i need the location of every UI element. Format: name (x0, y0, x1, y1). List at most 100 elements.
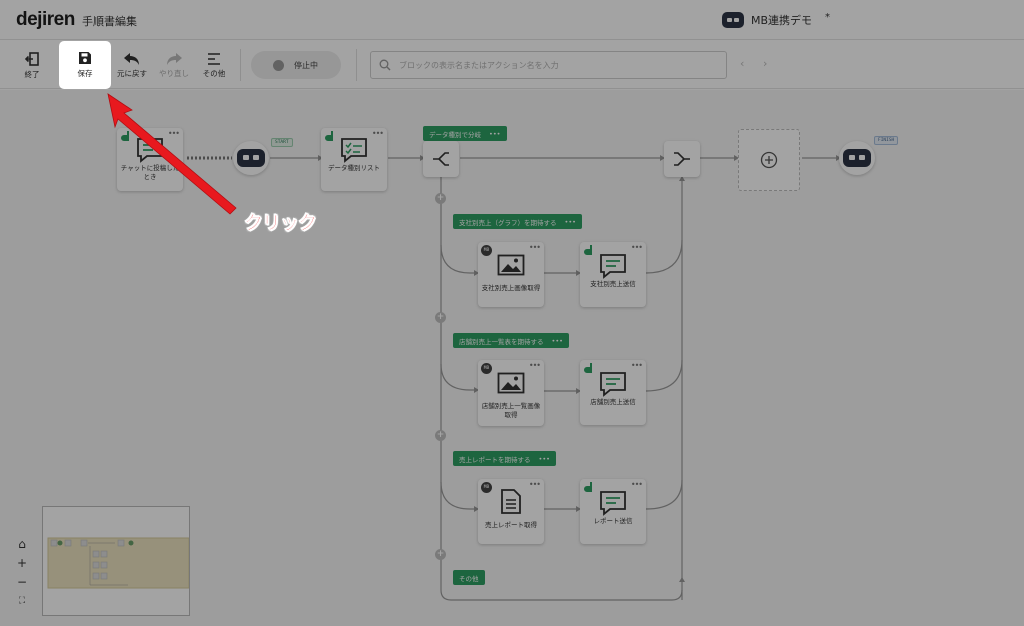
block-search-box[interactable] (370, 51, 727, 79)
dejiren-icon (584, 363, 592, 373)
branch-group-label[interactable]: データ種別で分岐 ••• (423, 126, 507, 141)
start-tag: START (271, 138, 293, 147)
node-label: 店舗別売上送信 (590, 398, 636, 406)
save-icon (79, 52, 91, 64)
add-branch-button[interactable]: + (435, 193, 446, 204)
add-branch-button[interactable]: + (435, 312, 446, 323)
prev-result-button[interactable]: ‹ (740, 57, 745, 70)
bot-icon (237, 149, 265, 167)
search-icon (379, 59, 391, 71)
send-node[interactable]: ••• 店舗別売上送信 (580, 360, 646, 425)
mb-badge: MB (481, 482, 492, 493)
more-label: その他 (202, 68, 226, 78)
start-bot-node[interactable] (233, 141, 269, 175)
unsaved-marker: * (825, 11, 831, 23)
flow-canvas[interactable]: ••• チャットに投稿したとき START ••• データ種別リスト データ種別… (0, 90, 1024, 626)
app-logo[interactable]: dejiren (16, 9, 75, 30)
save-button[interactable]: 保存 (60, 42, 110, 88)
node-menu-button[interactable]: ••• (371, 129, 384, 138)
node-menu-button[interactable]: ••• (528, 361, 541, 370)
page-title: 手順書編集 (82, 15, 137, 28)
toolbar-divider (240, 49, 241, 81)
undo-icon (124, 52, 139, 65)
chat-message-icon (600, 491, 626, 516)
checklist-icon (341, 138, 367, 163)
node-menu-button[interactable]: ••• (167, 129, 180, 138)
exit-icon (24, 51, 39, 66)
status-indicator (273, 59, 284, 71)
merge-icon (674, 152, 690, 166)
split-icon (433, 152, 449, 166)
branch-label[interactable]: 店舗別売上一覧表を期待する ••• (453, 333, 570, 348)
node-menu-button[interactable]: ••• (528, 480, 541, 489)
save-label: 保存 (77, 69, 93, 78)
branch-label[interactable]: 売上レポートを期待する ••• (453, 451, 557, 466)
image-get-node[interactable]: MB ••• 支社別売上画像取得 (478, 242, 544, 307)
node-label: 店舗別売上一覧画像取得 (481, 402, 541, 419)
node-menu-button[interactable]: ••• (630, 243, 643, 252)
trigger-node-label: チャットに投稿したとき (120, 164, 180, 181)
toolbar-divider (356, 49, 357, 81)
finish-bot-node[interactable] (839, 141, 875, 175)
node-menu-button[interactable]: ••• (630, 361, 643, 370)
chat-message-icon (600, 372, 626, 397)
menu-icon (208, 52, 220, 65)
minimap[interactable] (42, 506, 190, 616)
redo-button[interactable]: やり直し (152, 45, 196, 85)
branch-split-node[interactable] (423, 141, 459, 177)
branch-group-title: データ種別で分岐 (429, 130, 481, 139)
node-menu-button[interactable]: ••• (528, 243, 541, 252)
report-get-node[interactable]: MB ••• 売上レポート取得 (478, 479, 544, 544)
branch-title: 売上レポートを期待する (459, 455, 531, 464)
run-status-toggle[interactable]: 停止中 (251, 51, 341, 79)
image-get-node[interactable]: MB ••• 店舗別売上一覧画像取得 (478, 360, 544, 426)
branch-menu-button[interactable]: ••• (564, 217, 577, 226)
exit-label: 終了 (24, 69, 40, 79)
bot-name: MB連携デモ (751, 14, 813, 27)
zoom-out-button[interactable]: − (16, 575, 28, 589)
minimap-preview (47, 537, 190, 589)
send-node[interactable]: ••• 支社別売上送信 (580, 242, 646, 307)
redo-label: やり直し (159, 68, 189, 78)
status-text: 停止中 (294, 60, 318, 70)
branch-merge-node[interactable] (664, 141, 700, 177)
node-label: 売上レポート取得 (485, 521, 537, 529)
bot-selector[interactable]: MB連携デモ * (722, 10, 830, 30)
home-icon[interactable]: ⌂ (18, 537, 26, 551)
search-input[interactable] (399, 60, 719, 70)
fit-view-icon[interactable]: ⛶ (18, 596, 26, 606)
chat-message-icon (600, 254, 626, 279)
bot-icon (843, 149, 871, 167)
redo-icon (167, 52, 182, 65)
node-label: レポート送信 (593, 517, 633, 525)
add-block-slot[interactable] (738, 129, 800, 191)
branch-title: 支社別売上（グラフ）を期待する (459, 218, 557, 227)
node-label: 支社別売上送信 (590, 280, 636, 288)
dejiren-icon (584, 482, 592, 492)
branch-menu-button[interactable]: ••• (489, 129, 501, 138)
send-node[interactable]: ••• レポート送信 (580, 479, 646, 544)
undo-button[interactable]: 元に戻す (110, 45, 154, 85)
dejiren-icon (121, 131, 129, 141)
dejiren-icon (584, 245, 592, 255)
branch-menu-button[interactable]: ••• (538, 454, 551, 463)
bot-icon (722, 12, 744, 28)
else-branch-label[interactable]: その他 (453, 570, 485, 585)
branch-menu-button[interactable]: ••• (551, 336, 564, 345)
zoom-in-button[interactable]: + (16, 556, 28, 570)
flow-connectors (187, 155, 841, 601)
document-icon (501, 489, 521, 514)
node-menu-button[interactable]: ••• (630, 480, 643, 489)
list-node-label: データ種別リスト (328, 164, 380, 172)
dejiren-icon (325, 131, 333, 141)
add-branch-button[interactable]: + (435, 549, 446, 560)
branch-title: 店舗別売上一覧表を期待する (459, 337, 544, 346)
app-header: dejiren 手順書編集 MB連携デモ * (0, 0, 1024, 40)
add-branch-button[interactable]: + (435, 430, 446, 441)
branch-label[interactable]: 支社別売上（グラフ）を期待する ••• (453, 214, 583, 229)
next-result-button[interactable]: › (763, 57, 768, 70)
add-icon (760, 151, 778, 169)
exit-button[interactable]: 終了 (10, 45, 54, 85)
more-button[interactable]: その他 (192, 45, 236, 85)
data-type-list-node[interactable]: ••• データ種別リスト (321, 128, 387, 191)
